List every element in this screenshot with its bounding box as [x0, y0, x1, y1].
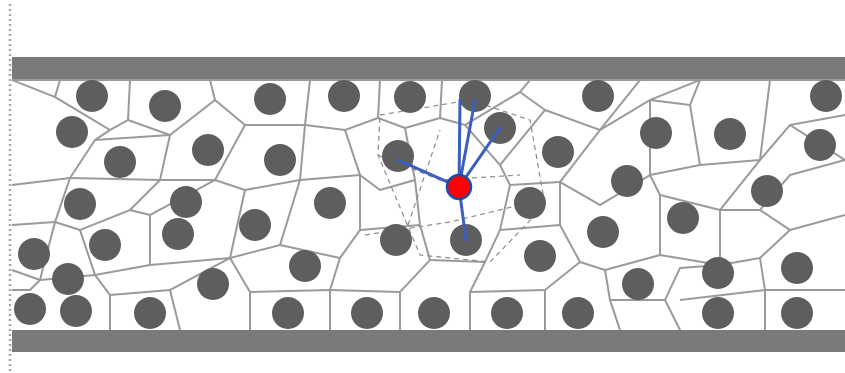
connection-line	[457, 98, 477, 189]
cell-edge	[94, 134, 171, 141]
cell-edge	[469, 261, 486, 330]
cell-nucleus	[781, 297, 813, 329]
cell-nucleus	[289, 250, 321, 282]
cell-edge	[12, 279, 41, 291]
cell-edge	[519, 79, 641, 131]
cell-nucleus	[582, 80, 614, 112]
cell-boundary-network	[11, 79, 845, 331]
cell-edge	[11, 177, 71, 226]
cell-nucleus	[702, 257, 734, 289]
cell-edge	[214, 79, 311, 126]
cell-nucleus	[587, 216, 619, 248]
bottom-wall	[12, 330, 845, 352]
cell-nucleus	[264, 144, 296, 176]
cell-nucleus	[622, 268, 654, 300]
cell-nucleus	[272, 297, 304, 329]
cell-edge	[439, 79, 531, 126]
cell-nucleus	[134, 297, 166, 329]
cell-edge	[499, 129, 601, 186]
cell-nucleus	[418, 297, 450, 329]
cell-nucleus	[104, 146, 136, 178]
cell-nucleus	[18, 238, 50, 270]
cell-nucleus	[254, 83, 286, 115]
cell-edge	[649, 164, 701, 176]
connection-line	[457, 98, 462, 189]
cell-edge	[109, 79, 131, 131]
cell-edge	[214, 124, 306, 191]
cell-nucleus	[459, 80, 491, 112]
cell-nucleus	[14, 293, 46, 325]
cell-edge	[79, 215, 151, 276]
cell-nucleus	[640, 117, 672, 149]
cell-nucleus	[197, 268, 229, 300]
cell-edge	[679, 289, 766, 301]
cell-edge	[719, 229, 791, 266]
cell-edge	[54, 79, 61, 98]
cell-nucleus	[751, 175, 783, 207]
cell-nucleus	[394, 81, 426, 113]
cell-nucleus	[714, 118, 746, 150]
cell-nucleus	[149, 90, 181, 122]
cell-edge	[94, 274, 111, 330]
cell-edge	[329, 259, 431, 293]
cell-nucleus	[810, 80, 842, 112]
cell-edge	[229, 257, 251, 330]
cell-edge	[54, 179, 161, 231]
cell-edge	[377, 79, 443, 129]
cell-nucleus	[542, 136, 574, 168]
cell-edge	[299, 129, 361, 181]
cell-edge	[279, 175, 361, 259]
cell-edge	[11, 129, 111, 186]
cell-nucleus	[162, 218, 194, 250]
cell-nucleus	[702, 297, 734, 329]
dashed-guide	[407, 129, 441, 226]
cell-nucleus	[514, 187, 546, 219]
cell-edge	[649, 159, 761, 211]
cell-nucleus	[382, 140, 414, 172]
cell-nucleus	[804, 129, 836, 161]
cell-nucleus	[76, 80, 108, 112]
cell-edge	[610, 264, 721, 301]
cell-edge	[469, 261, 581, 293]
cell-nucleus	[328, 80, 360, 112]
cell-nucleus	[192, 134, 224, 166]
cell-nucleus	[170, 186, 202, 218]
cell-edge	[304, 79, 381, 131]
cell-nucleus	[562, 297, 594, 329]
cell-edge	[720, 209, 845, 231]
cell-nucleus	[524, 240, 556, 272]
cell-nucleus	[60, 295, 92, 327]
cell-nucleus	[52, 263, 84, 295]
focus-point	[445, 173, 473, 201]
cell-nucleus	[64, 188, 96, 220]
cell-nucleus	[611, 165, 643, 197]
cell-nucleus	[351, 297, 383, 329]
top-wall	[12, 57, 845, 79]
cell-nucleus	[56, 116, 88, 148]
cell-edge	[127, 79, 216, 136]
cell-nucleus	[380, 224, 412, 256]
cell-nuclei	[14, 80, 842, 329]
cell-edge	[689, 79, 771, 166]
cell-nucleus	[667, 202, 699, 234]
cell-nucleus	[781, 252, 813, 284]
cell-nucleus	[239, 209, 271, 241]
cell-nucleus	[314, 187, 346, 219]
cell-edge	[664, 299, 681, 331]
cell-nucleus	[89, 229, 121, 261]
cell-edge	[169, 257, 231, 291]
cell-nucleus	[491, 297, 523, 329]
